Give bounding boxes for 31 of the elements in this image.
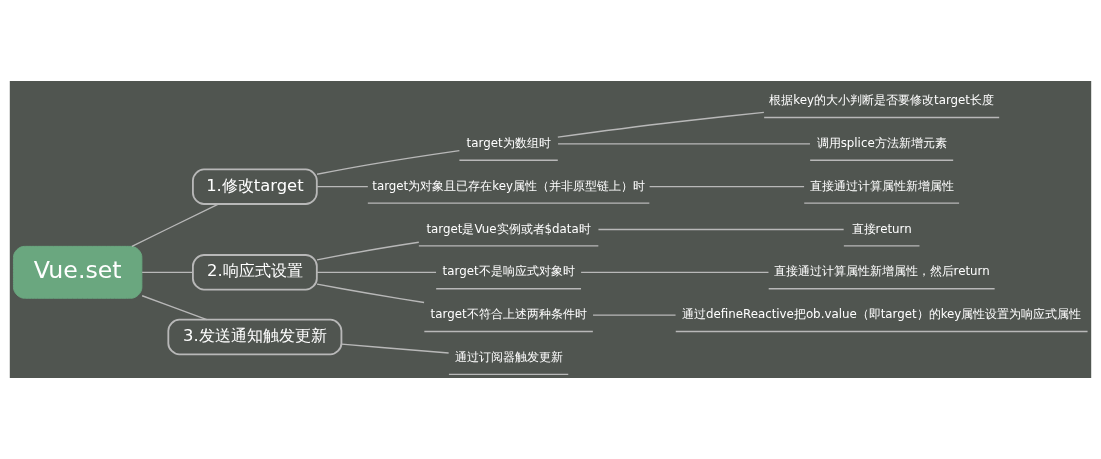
connector	[597, 228, 845, 231]
connector	[580, 271, 770, 273]
connector	[648, 186, 805, 188]
connector	[141, 271, 194, 273]
connector	[341, 343, 450, 354]
connector	[316, 241, 420, 261]
node-box: 3.发送通知触发更新	[167, 318, 343, 356]
node-text: target不符合上述两种条件时	[430, 307, 587, 322]
node-text: 直接通过计算属性新增属性，然后return	[773, 264, 990, 279]
node-text: 直接通过计算属性新增属性	[809, 178, 954, 193]
node-text: 通过defineReactive把ob.value（即target）的key属性设置为响应式属性	[681, 307, 1082, 322]
connector	[557, 111, 765, 138]
node-text: 通过订阅器触发更新	[454, 350, 563, 365]
node-box: Vue.set	[13, 245, 143, 299]
connector	[316, 283, 425, 304]
node-text: target是Vue实例或者$data时	[426, 221, 591, 236]
node-text: 直接return	[851, 221, 912, 236]
connector	[316, 149, 461, 175]
node-box: 1.修改target	[192, 168, 318, 205]
node-text: target为数组时	[466, 135, 551, 150]
connector	[316, 186, 369, 188]
connector	[557, 143, 811, 145]
node-text: 调用splice方法新增元素	[816, 135, 947, 150]
node-box: 2.响应式设置	[192, 254, 318, 291]
node-text: target不是响应式对象时	[442, 264, 575, 279]
node-text: target为对象且已存在key属性（并非原型链上）时	[372, 178, 645, 193]
connector	[131, 203, 219, 247]
connector	[141, 295, 208, 321]
node-text: 根据key的大小判断是否要修改target长度	[769, 93, 994, 108]
connector	[592, 314, 677, 316]
connector	[316, 271, 437, 273]
